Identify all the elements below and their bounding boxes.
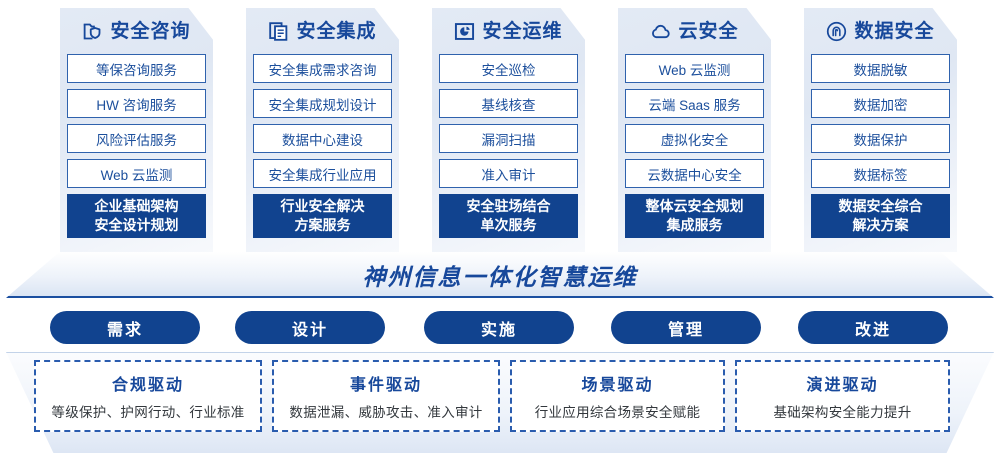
pillar-item[interactable]: 准入审计 bbox=[439, 159, 578, 188]
pillar-highlight-line: 整体云安全规划 bbox=[645, 198, 744, 215]
pillar-item[interactable]: 数据标签 bbox=[811, 159, 950, 188]
driver-subtitle: 等级保护、护网行动、行业标准 bbox=[51, 405, 245, 420]
documents-copy-icon bbox=[269, 21, 288, 41]
drivers-row: 合规驱动 等级保护、护网行动、行业标准 事件驱动 数据泄漏、威胁攻击、准入审计 … bbox=[0, 352, 1000, 453]
pillar-highlight-line: 安全设计规划 bbox=[94, 217, 179, 233]
pillar-item[interactable]: 数据脱敏 bbox=[811, 54, 950, 83]
pillar-item[interactable]: 风险评估服务 bbox=[67, 124, 206, 153]
pillar-item[interactable]: 云端 Saas 服务 bbox=[625, 89, 764, 118]
pillar-item[interactable]: 等保咨询服务 bbox=[67, 54, 206, 83]
pillar-item[interactable]: Web 云监测 bbox=[625, 54, 764, 83]
pillar-header-1: 安全集成 bbox=[253, 8, 392, 54]
pillar-item[interactable]: 数据保护 bbox=[811, 124, 950, 153]
pillar-column-2: 安全运维 安全巡检 基线核查 漏洞扫描 准入审计 安全驻场结合 单次服务 bbox=[432, 8, 585, 252]
driver-title: 场景驱动 bbox=[581, 377, 654, 394]
pillar-highlight-line: 解决方案 bbox=[852, 217, 909, 233]
pillar-highlight-line: 方案服务 bbox=[294, 217, 351, 233]
pillar-item[interactable]: 数据中心建设 bbox=[253, 124, 392, 153]
pillar-title-3: 云安全 bbox=[678, 20, 739, 42]
phase-pill-4[interactable]: 改进 bbox=[798, 311, 948, 344]
fingerprint-icon bbox=[827, 21, 847, 41]
pillar-item[interactable]: 基线核查 bbox=[439, 89, 578, 118]
pillar-title-4: 数据安全 bbox=[854, 20, 935, 42]
driver-title: 合规驱动 bbox=[111, 377, 184, 394]
pillar-highlight-3[interactable]: 整体云安全规划 集成服务 bbox=[625, 194, 764, 238]
pillar-header-4: 数据安全 bbox=[811, 8, 950, 54]
platform-banner-label-wrap: 神州信息一体化智慧运维 bbox=[6, 252, 994, 298]
pillar-item[interactable]: 安全集成需求咨询 bbox=[253, 54, 392, 83]
pillar-highlight-0[interactable]: 企业基础架构 安全设计规划 bbox=[67, 194, 206, 238]
pillar-title-2: 安全运维 bbox=[482, 20, 563, 42]
pillar-item[interactable]: Web 云监测 bbox=[67, 159, 206, 188]
driver-title: 演进驱动 bbox=[806, 377, 879, 394]
pillar-highlight-line: 集成服务 bbox=[666, 217, 723, 233]
pillar-column-4: 数据安全 数据脱敏 数据加密 数据保护 数据标签 数据安全综合 解决方案 bbox=[804, 8, 957, 252]
phase-pill-2[interactable]: 实施 bbox=[424, 311, 574, 344]
driver-subtitle: 行业应用综合场景安全赋能 bbox=[534, 405, 701, 420]
driver-card-2[interactable]: 场景驱动 行业应用综合场景安全赋能 bbox=[510, 360, 725, 432]
pillar-column-3: 云安全 Web 云监测 云端 Saas 服务 虚拟化安全 云数据中心安全 整体云… bbox=[618, 8, 771, 252]
pillar-item[interactable]: HW 咨询服务 bbox=[67, 89, 206, 118]
pillar-highlight-1[interactable]: 行业安全解决 方案服务 bbox=[253, 194, 392, 238]
pillar-header-2: 安全运维 bbox=[439, 8, 578, 54]
driver-title: 事件驱动 bbox=[349, 377, 422, 394]
pillar-column-0: 安全咨询 等保咨询服务 HW 咨询服务 风险评估服务 Web 云监测 企业基础架… bbox=[60, 8, 213, 252]
phase-pill-3[interactable]: 管理 bbox=[611, 311, 761, 344]
cloud-icon bbox=[652, 24, 671, 38]
driver-card-3[interactable]: 演进驱动 基础架构安全能力提升 bbox=[735, 360, 950, 432]
platform-banner-label: 神州信息一体化智慧运维 bbox=[362, 264, 638, 290]
monitor-chart-icon bbox=[455, 22, 475, 40]
pillar-highlight-line: 单次服务 bbox=[480, 217, 537, 233]
pillar-item[interactable]: 数据加密 bbox=[811, 89, 950, 118]
driver-subtitle: 基础架构安全能力提升 bbox=[773, 405, 912, 420]
pillar-highlight-2[interactable]: 安全驻场结合 单次服务 bbox=[439, 194, 578, 238]
pillar-title-1: 安全集成 bbox=[296, 20, 377, 42]
pillar-title-0: 安全咨询 bbox=[110, 20, 191, 42]
pillar-highlight-line: 行业安全解决 bbox=[280, 198, 365, 215]
phase-pill-1[interactable]: 设计 bbox=[235, 311, 385, 344]
pillar-item[interactable]: 安全集成行业应用 bbox=[253, 159, 392, 188]
pillar-highlight-4[interactable]: 数据安全综合 解决方案 bbox=[811, 194, 950, 238]
platform-banner bbox=[6, 252, 994, 298]
pillar-item[interactable]: 云数据中心安全 bbox=[625, 159, 764, 188]
phase-pill-0[interactable]: 需求 bbox=[50, 311, 200, 344]
pillar-header-3: 云安全 bbox=[625, 8, 764, 54]
pillar-item[interactable]: 安全集成规划设计 bbox=[253, 89, 392, 118]
pillar-item[interactable]: 虚拟化安全 bbox=[625, 124, 764, 153]
pillar-header-0: 安全咨询 bbox=[67, 8, 206, 54]
pillar-item[interactable]: 漏洞扫描 bbox=[439, 124, 578, 153]
pillar-highlight-line: 数据安全综合 bbox=[838, 198, 923, 215]
pillar-column-1: 安全集成 安全集成需求咨询 安全集成规划设计 数据中心建设 安全集成行业应用 行… bbox=[246, 8, 399, 252]
pillar-highlight-line: 企业基础架构 bbox=[94, 198, 179, 215]
pillar-highlight-line: 安全驻场结合 bbox=[466, 198, 551, 215]
driver-subtitle: 数据泄漏、威胁攻击、准入审计 bbox=[289, 405, 483, 420]
pillar-item[interactable]: 安全巡检 bbox=[439, 54, 578, 83]
folder-shield-icon bbox=[84, 23, 101, 39]
driver-card-0[interactable]: 合规驱动 等级保护、护网行动、行业标准 bbox=[34, 360, 262, 432]
driver-card-1[interactable]: 事件驱动 数据泄漏、威胁攻击、准入审计 bbox=[272, 360, 500, 432]
